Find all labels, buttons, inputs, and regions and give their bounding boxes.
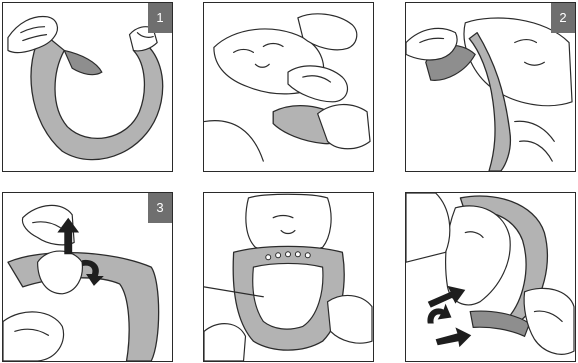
collar-placement-illustration	[406, 3, 575, 171]
step-1b-panel	[203, 2, 374, 172]
step-number-badge: 1	[148, 3, 172, 33]
step-3-panel: 3	[2, 192, 173, 362]
collar-fitted-illustration	[204, 193, 373, 361]
step-number-badge: 3	[148, 193, 172, 223]
strap-tightening-illustration	[406, 193, 575, 361]
collar-held-illustration	[3, 3, 172, 171]
collar-adjustment-illustration	[3, 193, 172, 361]
step-2-panel: 2	[405, 2, 576, 172]
step-number-badge: 2	[551, 3, 575, 33]
step-3c-panel	[405, 192, 576, 362]
step-3b-panel	[203, 192, 374, 362]
neck-measurement-illustration	[204, 3, 373, 171]
step-1-panel: 1	[2, 2, 173, 172]
